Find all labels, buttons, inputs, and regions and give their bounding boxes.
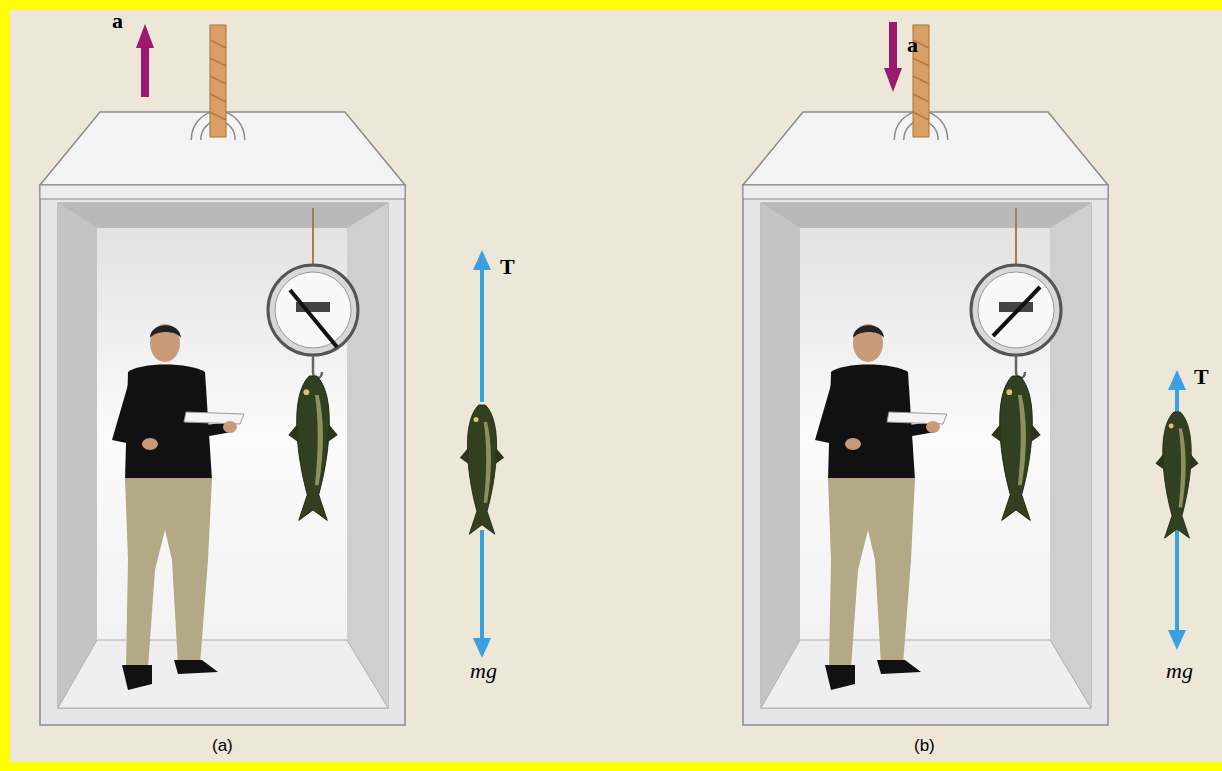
panel-label: (b) (914, 737, 935, 754)
elevator-a (40, 25, 405, 725)
acceleration-arrow (136, 24, 154, 97)
free-body-a (460, 250, 504, 658)
free-body-b-part (1175, 386, 1179, 416)
scale-needle (993, 287, 1040, 336)
free-body-a-part (480, 266, 484, 402)
panel-label: (a) (212, 737, 233, 754)
acceleration-arrow-part (884, 68, 902, 92)
free-body-a-part (460, 405, 504, 534)
free-body-a-part (473, 250, 491, 270)
elevator-b (743, 25, 1108, 725)
weight-label: mg (1166, 660, 1193, 682)
free-body-a-part (480, 530, 484, 642)
free-body-b-part (1155, 412, 1198, 538)
acceleration-arrow (884, 22, 902, 92)
ground (10, 10, 1222, 762)
weight-label: mg (470, 660, 497, 682)
free-body-a-part (473, 638, 491, 658)
acceleration-label: a (112, 10, 123, 32)
acceleration-arrow-part (889, 22, 897, 72)
free-body-b-part (1168, 630, 1186, 650)
tension-label: T (1194, 366, 1209, 388)
acceleration-arrow-part (136, 24, 154, 48)
acceleration-arrow-part (141, 45, 149, 97)
free-body-b-part (1168, 370, 1186, 390)
scale-needle (290, 290, 337, 347)
acceleration-label: a (907, 34, 918, 56)
tension-label: T (500, 256, 515, 278)
free-body-b-part (1175, 530, 1179, 634)
free-body-b (1155, 370, 1198, 650)
